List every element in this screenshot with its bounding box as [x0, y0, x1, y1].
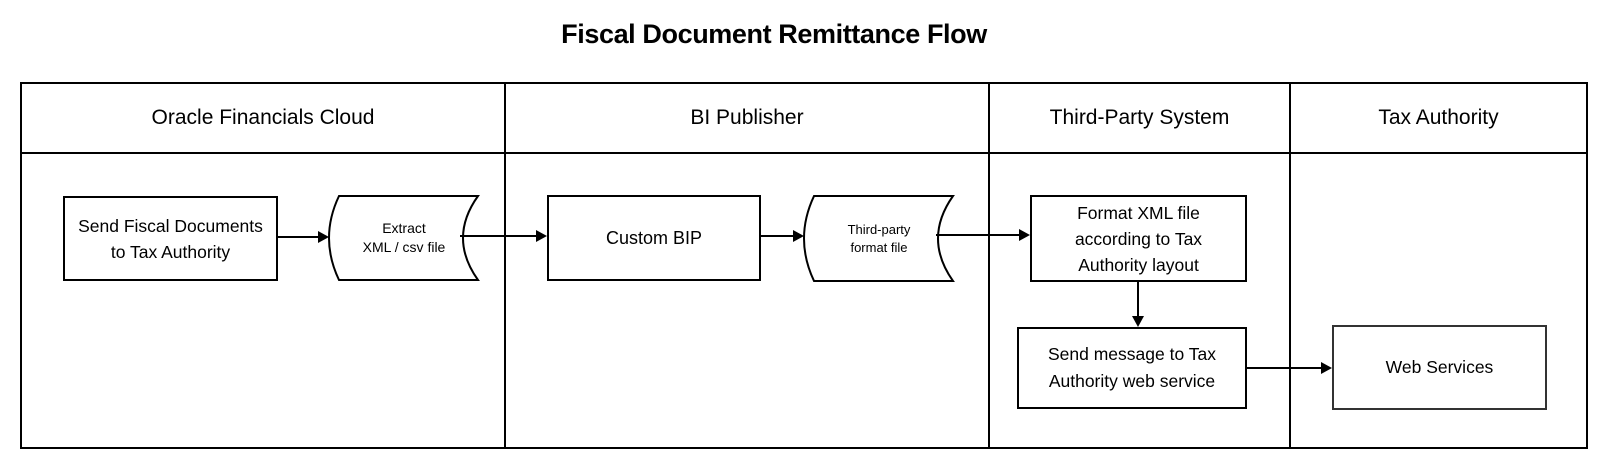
arrow-head-right-icon	[536, 230, 547, 242]
flow-arrow-send-to-extract	[276, 231, 329, 243]
arrow-head-right-icon	[793, 230, 804, 242]
arrow-shaft	[1245, 367, 1323, 369]
arrow-shaft	[936, 234, 1021, 236]
stored-data-shape-icon	[803, 195, 955, 282]
lane-divider	[1289, 84, 1291, 447]
stored-data-label-line: Third-party	[847, 221, 911, 237]
process-label-line: Format XML file	[1077, 202, 1200, 223]
stored-data-label-line: format file	[850, 239, 908, 255]
arrow-head-down-icon	[1132, 316, 1144, 327]
process-custom-bip: Custom BIP	[547, 195, 761, 281]
process-label-line: Custom BIP	[605, 227, 703, 248]
process-label-line: Web Services	[1385, 357, 1494, 377]
process-label-line: according to Tax	[1074, 228, 1203, 249]
arrow-shaft	[460, 235, 538, 237]
process-label-line: Authority layout	[1078, 254, 1199, 275]
lane-divider	[988, 84, 990, 447]
process-format-xml-file: Format XML file according to Tax Authori…	[1030, 195, 1247, 282]
diagram-title: Fiscal Document Remittance Flow	[561, 19, 987, 49]
stored-data-extract-xml-csv-file: Extract XML / csv file	[328, 195, 480, 281]
flow-arrow-third-party-file-to-format-xml	[936, 229, 1030, 241]
arrow-head-right-icon	[1321, 362, 1332, 374]
arrow-shaft	[1137, 280, 1139, 318]
lane-header-bi-publisher: BI Publisher	[690, 106, 804, 129]
stored-data-label-line: Extract	[382, 220, 426, 236]
arrow-head-right-icon	[1019, 229, 1030, 241]
flow-arrow-send-message-to-web-services	[1245, 362, 1332, 374]
swimlane-frame: Oracle Financials Cloud BI Publisher Thi…	[20, 82, 1588, 449]
lane-header-separator	[22, 152, 1586, 154]
arrow-head-right-icon	[318, 231, 329, 243]
lane-header-tax-authority: Tax Authority	[1378, 106, 1499, 129]
flow-arrow-custom-bip-to-third-party-file	[759, 230, 804, 242]
lane-header-oracle-financials-cloud: Oracle Financials Cloud	[151, 106, 375, 129]
process-send-fiscal-documents: Send Fiscal Documents to Tax Authority	[63, 196, 278, 281]
process-label-line: to Tax Authority	[110, 241, 231, 262]
arrow-shaft	[276, 236, 320, 238]
process-label-line: Authority web service	[1048, 371, 1216, 391]
flow-arrow-format-xml-to-send-message	[1132, 280, 1144, 327]
lane-header-third-party-system: Third-Party System	[1049, 106, 1230, 129]
process-label-line: Send Fiscal Documents	[78, 215, 263, 236]
process-web-services: Web Services	[1332, 325, 1547, 410]
lane-divider	[504, 84, 506, 447]
arrow-shaft	[759, 235, 795, 237]
flow-arrow-extract-to-custom-bip	[460, 230, 547, 242]
stored-data-shape-icon	[328, 195, 480, 281]
stored-data-label-line: XML / csv file	[362, 239, 446, 255]
process-label-line: Send message to Tax	[1048, 344, 1216, 364]
stored-data-third-party-format-file: Third-party format file	[803, 195, 955, 282]
process-send-message-to-tax-authority: Send message to Tax Authority web servic…	[1017, 327, 1247, 409]
